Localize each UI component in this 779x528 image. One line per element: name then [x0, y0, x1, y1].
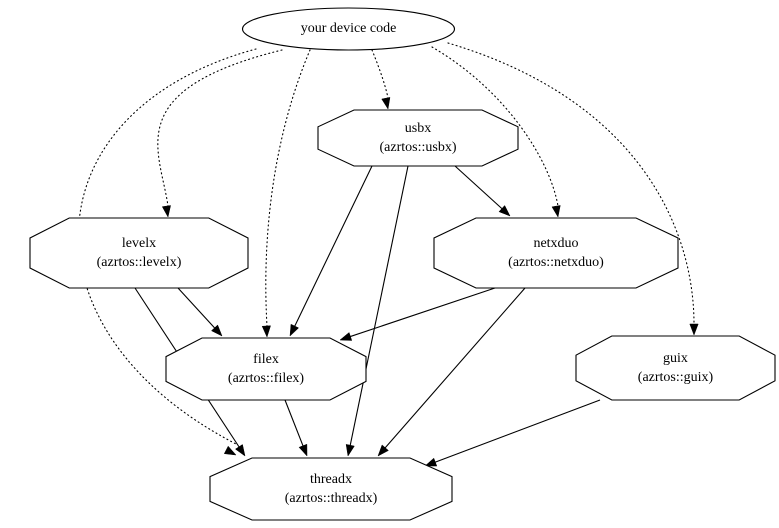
- arrow-head: [498, 205, 511, 217]
- node-guix[interactable]: guix(azrtos::guix): [575, 335, 776, 401]
- arrow-head: [377, 444, 389, 457]
- arrow-head: [298, 443, 308, 457]
- node-shape-octagon: [317, 109, 519, 167]
- edge-usbx-to-filex: [293, 165, 373, 328]
- node-shape-octagon: [433, 217, 679, 289]
- arrow-head: [161, 205, 171, 218]
- node-label-primary: usbx: [405, 121, 431, 136]
- node-layer: your device codeusbx(azrtos::usbx)levelx…: [29, 7, 776, 521]
- arrow-head: [551, 205, 561, 218]
- edge-guix-to-threadx: [434, 399, 601, 463]
- node-shape-octagon: [29, 217, 249, 289]
- node-label-primary: your device code: [301, 21, 397, 36]
- node-label-primary: guix: [663, 351, 688, 366]
- arrow-head: [235, 444, 246, 457]
- node-usbx[interactable]: usbx(azrtos::usbx): [317, 109, 519, 167]
- node-threadx[interactable]: threadx(azrtos::threadx): [209, 457, 453, 521]
- node-shape-octagon: [209, 457, 453, 521]
- arrow-head: [424, 457, 438, 467]
- arrow-head: [339, 332, 353, 341]
- edge-netxduo-to-filex: [349, 287, 496, 338]
- node-shape-octagon: [575, 335, 776, 401]
- node-label-package: (azrtos::threadx): [285, 491, 378, 506]
- edge-levelx-to-filex: [177, 287, 216, 329]
- node-label-package: (azrtos::usbx): [380, 140, 457, 155]
- arrow-head: [211, 324, 223, 337]
- node-label-package: (azrtos::guix): [638, 370, 714, 385]
- edge-device-to-levelx: [157, 49, 283, 207]
- node-netxduo[interactable]: netxduo(azrtos::netxduo): [433, 217, 679, 289]
- node-label-primary: netxduo: [533, 236, 578, 251]
- node-label-primary: levelx: [122, 236, 156, 251]
- edge-device-to-usbx: [371, 49, 389, 99]
- node-label-primary: threadx: [310, 472, 352, 487]
- node-shape-octagon: [165, 337, 367, 401]
- edge-filex-to-threadx: [284, 399, 304, 447]
- edge-device-to-filex: [265, 49, 311, 327]
- node-shape-ellipse: [241, 7, 456, 51]
- node-device[interactable]: your device code: [241, 7, 456, 51]
- arrow-head: [223, 445, 237, 456]
- edge-device-to-netxduo: [431, 46, 559, 207]
- node-label-package: (azrtos::levelx): [97, 255, 182, 270]
- node-label-package: (azrtos::filex): [228, 371, 305, 386]
- edge-usbx-to-netxduo: [454, 165, 503, 210]
- edge-netxduo-to-threadx: [384, 287, 526, 449]
- arrow-head: [689, 323, 699, 336]
- arrow-head: [289, 323, 299, 337]
- arrow-head: [381, 97, 391, 110]
- edge-usbx-to-threadx: [349, 165, 409, 447]
- node-filex[interactable]: filex(azrtos::filex): [165, 337, 367, 401]
- node-label-primary: filex: [253, 352, 279, 367]
- arrow-head: [261, 325, 271, 338]
- edge-device-to-guix: [447, 42, 695, 325]
- arrow-head: [345, 444, 355, 457]
- node-label-package: (azrtos::netxduo): [508, 255, 604, 270]
- node-levelx[interactable]: levelx(azrtos::levelx): [29, 217, 249, 289]
